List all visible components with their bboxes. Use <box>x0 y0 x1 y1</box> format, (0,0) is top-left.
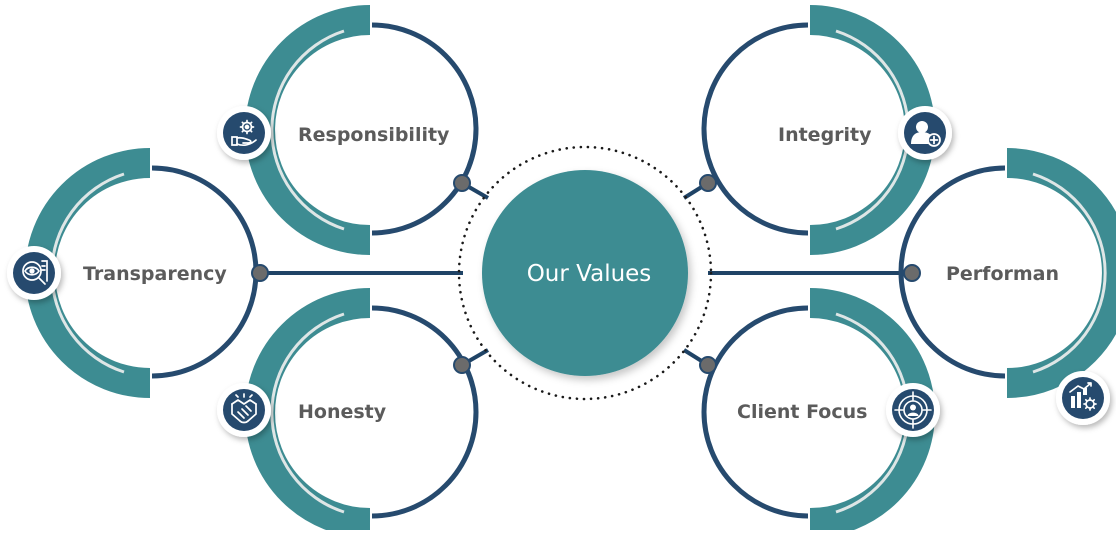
center-circle <box>482 170 688 376</box>
node-transparency <box>251 264 269 282</box>
hand-gear-icon <box>217 106 271 160</box>
center-label: Our Values <box>527 261 652 287</box>
handshake-icon <box>217 383 271 437</box>
value-label-performance: Performan <box>946 263 1059 285</box>
node-client-focus <box>699 356 717 374</box>
center-hub: Our Values <box>457 145 713 401</box>
value-label-responsibility: Responsibility <box>298 124 450 146</box>
connector-nodes <box>251 174 921 374</box>
center-dotted-ring <box>457 145 713 401</box>
node-integrity <box>699 174 717 192</box>
target-user-icon <box>886 383 940 437</box>
value-label-honesty: Honesty <box>298 401 387 423</box>
value-label-client-focus: Client Focus <box>737 401 867 423</box>
value-ring-performance <box>898 148 1116 398</box>
node-responsibility <box>453 174 471 192</box>
user-plus-icon <box>898 106 952 160</box>
node-honesty <box>453 356 471 374</box>
node-performance <box>903 264 921 282</box>
chart-gear-icon <box>1056 371 1110 425</box>
value-label-transparency: Transparency <box>83 263 227 285</box>
magnifier-eye-icon <box>7 246 61 300</box>
value-label-integrity: Integrity <box>778 124 872 146</box>
